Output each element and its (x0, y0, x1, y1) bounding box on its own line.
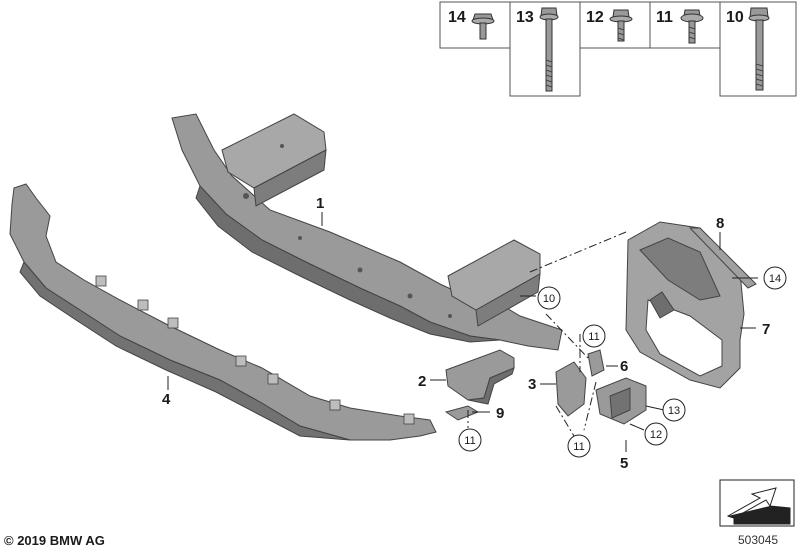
assembly-lines (467, 231, 627, 437)
flange-bolt-short-icon (471, 13, 495, 40)
leader-lines (167, 212, 758, 452)
washer-screw-icon (680, 9, 704, 44)
svg-text:11: 11 (464, 435, 475, 447)
label-part-9: 9 (496, 405, 504, 422)
svg-text:11: 11 (588, 331, 599, 343)
legend-number-14: 14 (448, 9, 466, 26)
hardware-legend: 14 13 12 11 10 (439, 1, 797, 97)
label-part-3: 3 (528, 376, 536, 393)
callout-14: 14 (763, 266, 787, 290)
svg-text:12: 12 (650, 429, 662, 441)
clip-part-9 (444, 405, 480, 421)
bracket-part-2 (445, 349, 515, 405)
legend-number-10: 10 (726, 9, 744, 26)
svg-text:11: 11 (573, 441, 584, 453)
label-part-2: 2 (418, 373, 426, 390)
callout-12: 12 (644, 422, 668, 446)
diagram-id: 503045 (738, 533, 779, 547)
label-part-6: 6 (620, 358, 628, 375)
bracket-part-5 (595, 377, 647, 425)
legend-number-12: 12 (586, 9, 604, 26)
svg-text:10: 10 (543, 293, 555, 305)
hex-bolt-long-icon (748, 7, 770, 91)
direction-arrow-icon (719, 479, 795, 527)
label-part-5: 5 (620, 455, 628, 472)
bracket-frame-part-7 (625, 221, 745, 389)
svg-text:13: 13 (668, 405, 680, 417)
legend-number-11: 11 (656, 9, 673, 26)
long-bolt-icon (539, 7, 559, 92)
label-part-8: 8 (716, 215, 724, 232)
svg-text:14: 14 (769, 273, 781, 285)
clip-part-6 (587, 349, 605, 377)
strip-part-8 (688, 227, 757, 289)
carrier-beam-part-1 (171, 113, 563, 351)
label-part-4: 4 (162, 391, 171, 408)
bracket-part-3 (555, 361, 587, 417)
label-part-7: 7 (762, 321, 770, 338)
label-part-1: 1 (316, 195, 324, 212)
callout-10: 10 (537, 286, 561, 310)
callout-11-left: 11 (458, 428, 482, 452)
legend-number-13: 13 (516, 9, 534, 26)
callout-11-lower: 11 (567, 434, 591, 458)
flange-bolt-short-icon (609, 9, 633, 42)
callout-13: 13 (662, 398, 686, 422)
lower-deflector-part-4 (9, 183, 437, 441)
legend-cell-14 (439, 1, 511, 49)
copyright-text: © 2019 BMW AG (4, 533, 105, 548)
callout-11-upper: 11 (582, 324, 606, 348)
